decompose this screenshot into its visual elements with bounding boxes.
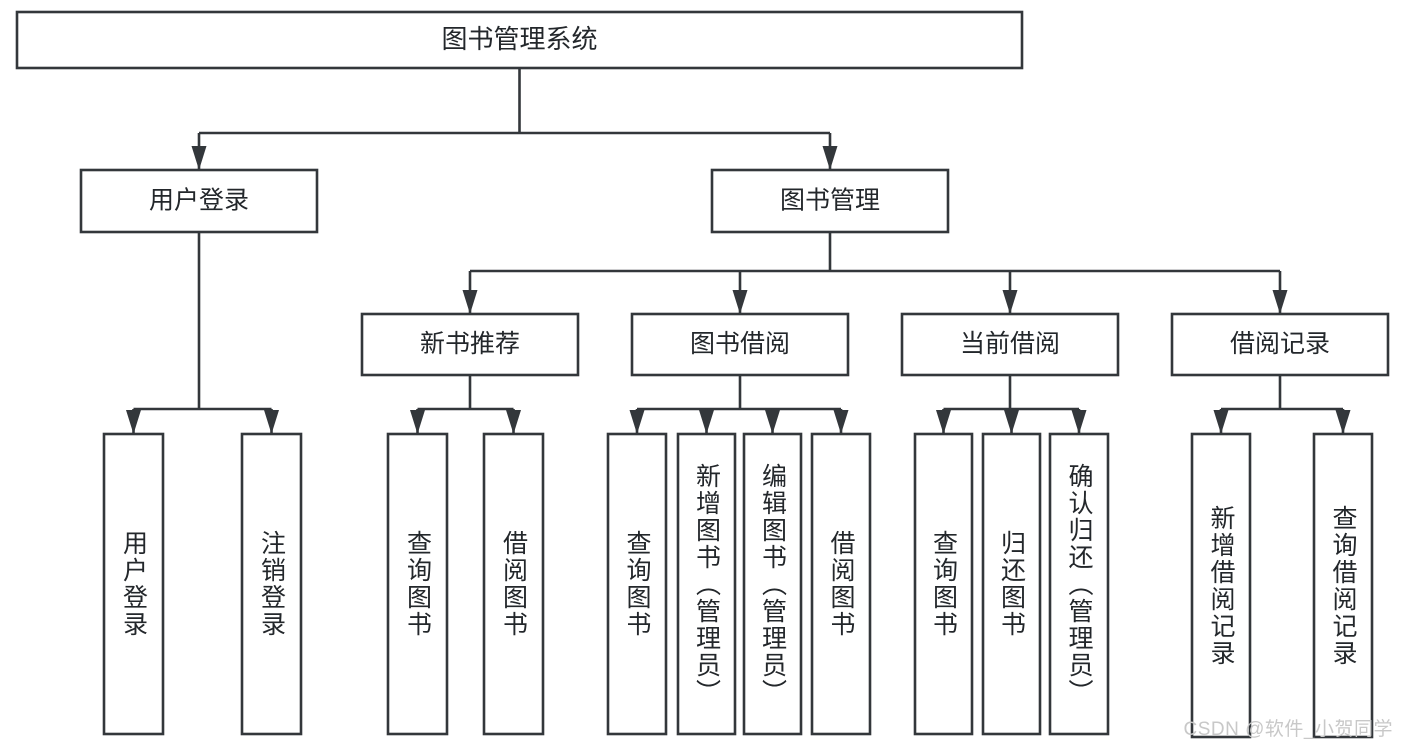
- arrow-head-icon-leaf-2-0: [629, 410, 645, 434]
- node-level3-box-2[interactable]: [900, 312, 1120, 377]
- arrow-head-icon-l2-0: [191, 146, 207, 170]
- node-level3-box-1[interactable]: [630, 312, 850, 377]
- node-leaf-box-11[interactable]: [1190, 432, 1252, 739]
- node-leaf-box-9[interactable]: [981, 432, 1042, 736]
- node-leaf-box-7[interactable]: [810, 432, 872, 736]
- arrow-head-icon-leaf-2-1: [699, 410, 714, 434]
- node-level3-label-1: 图书借阅: [690, 330, 790, 358]
- arrow-head-icon-l3-1: [732, 290, 748, 314]
- node-level3-label-3: 借阅记录: [1230, 330, 1330, 358]
- arrow-head-icon-leaf-0-0: [126, 410, 141, 434]
- boxes-layer: [15, 10, 1390, 739]
- node-level3-box-0[interactable]: [360, 312, 580, 377]
- node-leaf-box-10[interactable]: [1048, 432, 1110, 736]
- connectors-layer: [126, 68, 1351, 434]
- node-root-box[interactable]: [15, 10, 1024, 70]
- arrow-head-icon-leaf-4-0: [1213, 410, 1229, 434]
- arrow-head-icon-leaf-4-1: [1335, 410, 1351, 434]
- arrow-head-icon-leaf-3-0: [936, 410, 951, 434]
- arrow-head-icon-l2-1: [822, 146, 838, 170]
- arrow-head-icon-leaf-1-1: [506, 410, 521, 434]
- arrow-head-icon-l3-2: [1002, 290, 1018, 314]
- node-leaf-box-5[interactable]: [676, 432, 737, 736]
- node-leaf-box-0[interactable]: [102, 432, 165, 736]
- node-leaf-box-2[interactable]: [386, 432, 449, 736]
- watermark: CSDN @软件_小贺同学: [1183, 719, 1393, 740]
- node-leaf-box-1[interactable]: [240, 432, 303, 736]
- node-leaf-box-12[interactable]: [1312, 432, 1374, 739]
- node-level2-label-1: 图书管理: [780, 187, 880, 215]
- arrow-head-icon-leaf-1-0: [410, 410, 425, 434]
- arrow-head-icon-leaf-3-2: [1071, 410, 1087, 434]
- node-level2-label-0: 用户登录: [149, 187, 249, 215]
- arrow-head-icon-l3-3: [1272, 290, 1288, 314]
- arrow-head-icon-leaf-3-1: [1004, 410, 1019, 434]
- node-leaf-box-8[interactable]: [913, 432, 974, 736]
- node-level2-box-0[interactable]: [79, 168, 319, 234]
- node-level3-label-0: 新书推荐: [420, 330, 520, 358]
- node-leaf-box-3[interactable]: [482, 432, 545, 736]
- node-level3-box-3[interactable]: [1170, 312, 1390, 377]
- node-level3-label-2: 当前借阅: [960, 330, 1060, 358]
- arrow-head-icon-l3-0: [462, 290, 478, 314]
- node-root-label: 图书管理系统: [441, 24, 597, 54]
- node-level2-box-1[interactable]: [710, 168, 950, 234]
- arrow-head-icon-leaf-2-3: [833, 410, 849, 434]
- arrow-head-icon-leaf-0-1: [264, 410, 279, 434]
- node-leaf-box-6[interactable]: [742, 432, 803, 736]
- node-leaf-box-4[interactable]: [606, 432, 668, 736]
- arrow-head-icon-leaf-2-2: [765, 410, 780, 434]
